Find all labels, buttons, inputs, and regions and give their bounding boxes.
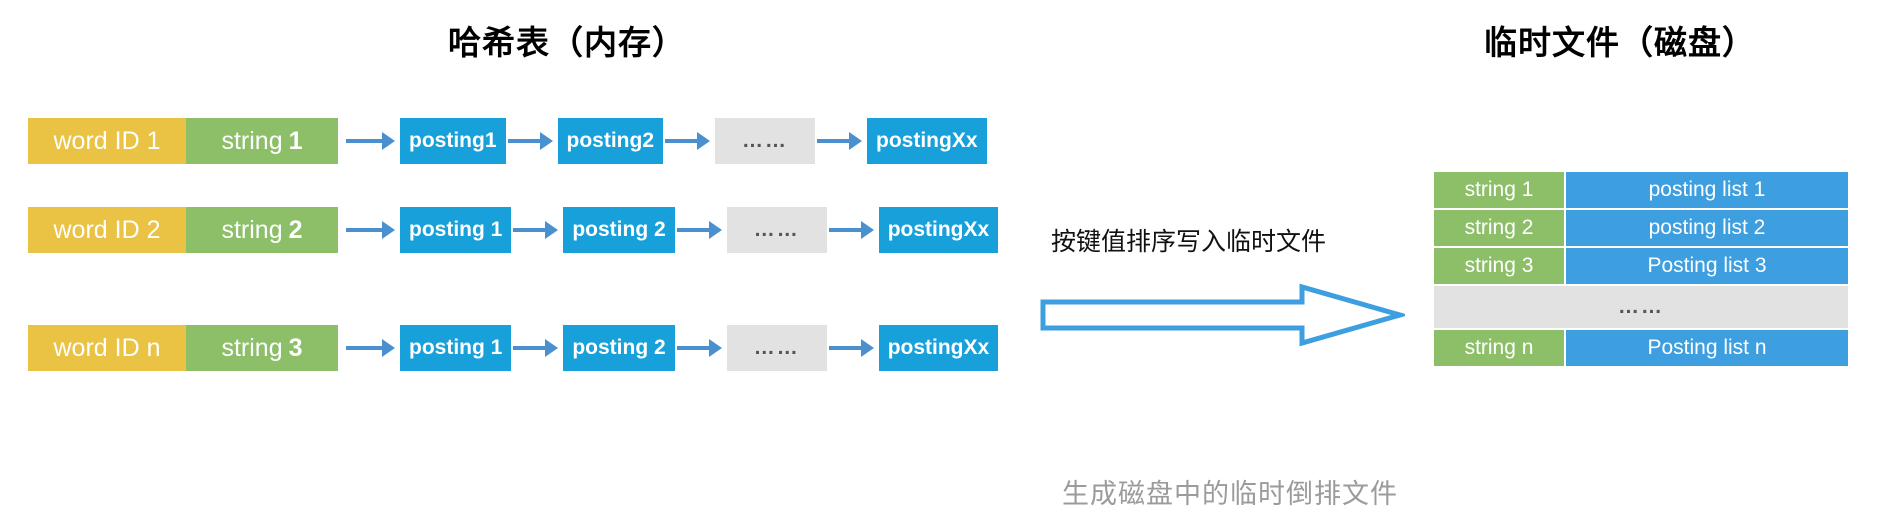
table-cell-key: string n: [1434, 330, 1564, 366]
table-row: string n Posting list n: [1434, 330, 1848, 366]
posting-node-last: postingXx: [878, 325, 999, 371]
diagram-caption: 生成磁盘中的临时倒排文件: [1062, 479, 1398, 509]
table-cell-value: Posting list n: [1566, 330, 1848, 366]
chain-arrow-icon: [338, 207, 400, 253]
posting-node: posting1: [400, 118, 506, 164]
hash-table-title: 哈希表（内存）: [448, 24, 686, 61]
chain-arrow-icon: [675, 325, 727, 371]
table-cell-value: posting list 1: [1566, 172, 1848, 208]
table-cell-value: posting list 2: [1566, 210, 1848, 246]
chain-arrow-icon: [815, 118, 867, 164]
posting-node: posting 2: [563, 325, 675, 371]
word-id-cell: word ID n: [28, 325, 186, 371]
posting-ellipsis: ……: [726, 325, 827, 371]
chain-arrow-icon: [663, 118, 715, 164]
posting-node-last: postingXx: [878, 207, 999, 253]
string-key-index: 1: [288, 126, 303, 155]
string-key-label: string: [221, 215, 283, 244]
table-row: string 2 posting list 2: [1434, 210, 1848, 246]
table-cell-key: string 2: [1434, 210, 1564, 246]
chain-arrow-icon: [338, 325, 400, 371]
table-cell-value: Posting list 3: [1566, 248, 1848, 284]
posting-node: posting 2: [563, 207, 675, 253]
chain-arrow-icon: [511, 325, 563, 371]
chain-arrow-icon: [506, 118, 558, 164]
chain-arrow-icon: [338, 118, 400, 164]
chain-arrow-icon: [511, 207, 563, 253]
chain-arrow-icon: [675, 207, 727, 253]
table-row: string 1 posting list 1: [1434, 172, 1848, 208]
string-key-index: 2: [288, 215, 303, 244]
table-row: string 3 Posting list 3: [1434, 248, 1848, 284]
posting-node: posting2: [557, 118, 663, 164]
sort-write-label: 按键值排序写入临时文件: [1051, 228, 1327, 256]
word-id-cell: word ID 1: [28, 118, 186, 164]
table-row-ellipsis: ……: [1434, 286, 1848, 328]
table-cell-key: string 3: [1434, 248, 1564, 284]
temp-file-table: string 1 posting list 1 string 2 posting…: [1434, 172, 1848, 368]
posting-ellipsis: ……: [715, 118, 815, 164]
string-key-index: 3: [288, 333, 303, 362]
temp-file-title: 临时文件（磁盘）: [1484, 24, 1756, 61]
table-cell-key: string 1: [1434, 172, 1564, 208]
write-to-disk-arrow-icon: [1040, 283, 1405, 347]
posting-node-last: postingXx: [867, 118, 987, 164]
posting-node: posting 1: [400, 207, 512, 253]
chain-arrow-icon: [827, 207, 879, 253]
string-key-label: string: [221, 333, 283, 362]
string-key-label: string: [221, 126, 283, 155]
chain-arrow-icon: [827, 325, 879, 371]
posting-node: posting 1: [400, 325, 512, 371]
posting-ellipsis: ……: [726, 207, 827, 253]
word-id-cell: word ID 2: [28, 207, 186, 253]
